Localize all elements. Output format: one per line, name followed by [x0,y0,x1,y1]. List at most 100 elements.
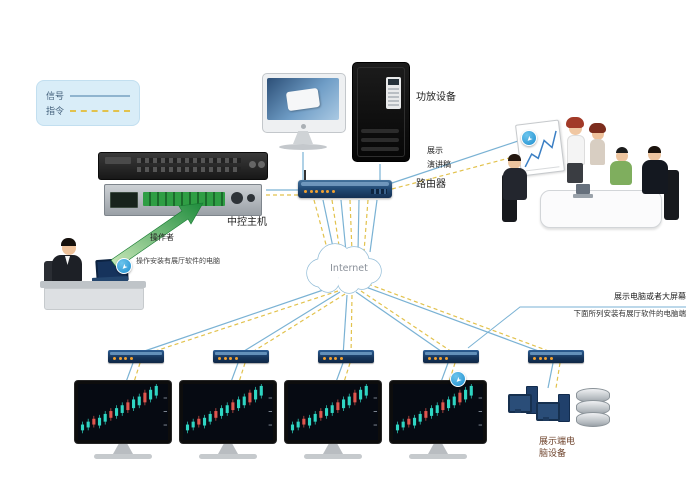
person-green-torso [610,161,632,185]
imac-frame [262,73,346,133]
meeting-table [540,190,662,228]
operator-hair [61,238,76,246]
display-end-label: 展示端电脑设备 [539,437,576,459]
monitor-frame [179,380,277,444]
switch-leds [323,357,343,360]
monitor-frame [284,380,382,444]
amplifier-keypad [386,77,401,109]
rack-port-row-2 [137,167,241,172]
switch-top-face [215,352,267,355]
legend: 信号 指令 [36,80,140,126]
imac-screen [267,78,339,120]
person-green-hair [616,147,628,153]
person-woman1-torso [567,135,585,165]
person-woman1-skirt [567,163,583,183]
rack-knob-4 [247,194,255,202]
person-left-hair [508,154,521,161]
branch-switch-2 [213,350,269,363]
operator-label: 操作者 [150,233,174,242]
keypad-display [388,79,399,85]
display-pc-cluster [508,386,570,434]
legend-signal-label: 信号 [46,92,65,102]
link-marker-icon: ➤ [521,130,537,146]
router-body [298,180,392,198]
operator-scene [40,233,170,310]
router-ports [371,189,387,194]
display-monitor-4 [389,380,487,466]
rack-knob-3 [231,192,243,204]
vent-slot-2 [361,138,399,142]
table-laptop-base [573,194,593,198]
signal-lines [125,138,686,389]
monitor-base [409,454,467,459]
rack-brand-plate [105,157,131,164]
branch-switch-5 [528,350,584,363]
meeting-room-scene [500,110,690,240]
monitor-stand [218,444,238,454]
central-host-label: 中控主机 [227,217,267,228]
switch-top-face [425,352,477,355]
monitor-base [199,454,257,459]
monitor-stand [113,444,133,454]
switch-leds [533,357,553,360]
operator-shirt [65,256,70,265]
database-stack [576,388,610,434]
rack-green-ports [143,192,225,206]
legend-signal-row: 信号 [46,89,130,102]
person-right-body [642,160,668,194]
candlestick-chart [78,384,168,440]
candlestick-chart [393,384,483,440]
amplifier-device [352,62,410,162]
monitor-frame [389,380,487,444]
imac-logo-dot [301,124,306,129]
switch-top-face [320,352,372,355]
candlestick-chart [183,384,273,440]
switch-leds [218,357,238,360]
person-woman2-torso [590,139,605,165]
branch-switch-3 [318,350,374,363]
person-woman1-hair [566,117,584,128]
link-marker-icon: ➤ [450,371,466,387]
router-label: 路由器 [416,179,446,190]
switch-leds [113,357,133,360]
vent-slot-3 [361,147,399,151]
switch-top-face [110,352,162,355]
rack-port-row-1 [137,158,241,163]
person-right-hair [648,146,661,153]
internet-label: Internet [330,263,368,274]
display-callout-note: 下面所列安装有展厅软件的电脑端 [573,309,687,318]
legend-command-row: 指令 [46,104,130,117]
monitor-frame [74,380,172,444]
person-left-body [503,168,527,200]
operator-desk-top [40,281,146,288]
imac-stand [293,131,313,144]
link-marker-icon: ➤ [116,258,132,274]
rack-unit-bottom [104,184,262,216]
command-line-sample [70,109,130,112]
router-top-face [301,182,389,186]
pc-monitor-2-stand [543,417,549,421]
display-monitor-3 [284,380,382,466]
monitor-stand [323,444,343,454]
presentation-board [514,119,566,177]
person-woman2-hair [589,123,606,133]
db-disk-3 [576,412,610,427]
switch-leds [428,357,448,360]
display-line-label: 展示 [427,146,443,155]
operator-note: 操作安装有展厅软件的电脑 [136,257,220,265]
branch-switch-4 [423,350,479,363]
table-laptop-screen [576,184,590,194]
operator-desk-front [44,288,144,310]
person-green-head [616,150,628,162]
router-leds [304,190,335,193]
monitor-base [304,454,362,459]
router-antenna [304,170,306,180]
rack-unit-top [98,152,268,180]
rack-knob-2 [258,161,265,168]
board-line-chart [524,130,560,172]
vent-slot-1 [361,129,399,133]
router-device [298,170,394,202]
speech-line-label: 演讲稿 [427,160,451,169]
